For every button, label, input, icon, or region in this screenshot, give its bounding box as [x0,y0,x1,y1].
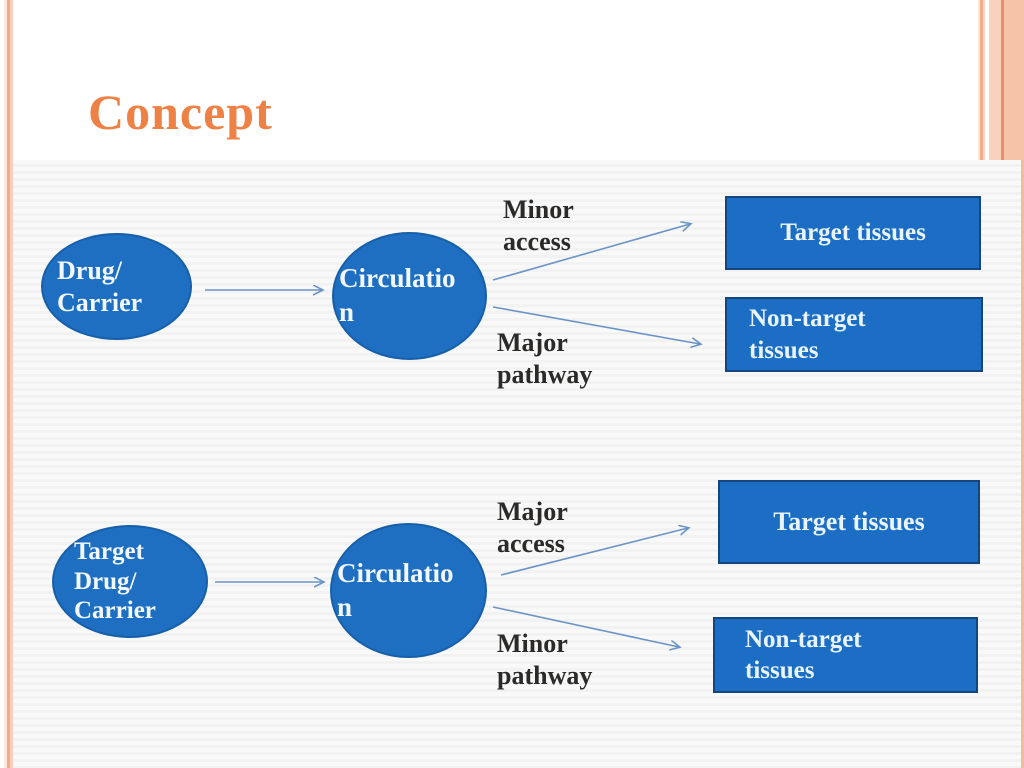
box-label: Target tissues [780,219,926,246]
slide-title: Concept [88,83,273,140]
box-target-tissues-bottom: Target tissues [718,480,980,564]
label-line: access [497,528,565,558]
label-line: pathway [497,660,593,690]
box-label-line: Non-target [749,305,866,333]
label-minor-access: Minor access [503,194,574,257]
ellipse-circulation-top: Circulatio n [332,232,487,360]
right-accent-stripe [978,0,985,160]
box-nontarget-tissues-bottom: Non-target tissues [713,617,978,693]
box-label-line: tissues [749,336,819,364]
ellipse-target-drug-carrier: Target Drug/ Carrier [52,525,208,638]
ellipse-label-line: Circulatio [339,263,456,294]
ellipse-label-line: Carrier [74,597,156,625]
left-accent-strip [4,0,13,768]
ellipse-drug-carrier: Drug/ Carrier [41,233,192,340]
label-line: Minor [503,195,574,224]
box-target-tissues-top: Target tissues [725,196,981,270]
box-label-line: tissues [745,657,815,684]
right-edge-accent-strip [1021,0,1024,768]
ellipse-label-line: Target [74,538,144,566]
label-line: Major [497,328,568,357]
box-label-line: Non-target [745,625,862,653]
label-line: Minor [497,629,568,658]
label-major-access: Major access [497,496,568,559]
label-major-pathway: Major pathway [497,327,592,390]
label-line: Major [497,497,568,526]
box-label: Target tissues [773,507,925,536]
box-nontarget-tissues-top: Non-target tissues [725,297,983,372]
label-line: access [503,226,571,256]
label-line: pathway [497,359,593,389]
ellipse-label-line: Circulatio [337,557,454,588]
ellipse-label-line: Carrier [57,287,143,317]
ellipse-label-line: n [337,591,353,622]
ellipse-circulation-bottom: Circulatio n [330,523,487,658]
ellipse-label-line: Drug/ [74,567,137,595]
ellipse-label-line: Drug/ [57,256,122,286]
label-minor-pathway: Minor pathway [497,628,592,691]
right-accent-band [989,0,1024,160]
ellipse-label-line: n [339,297,355,327]
